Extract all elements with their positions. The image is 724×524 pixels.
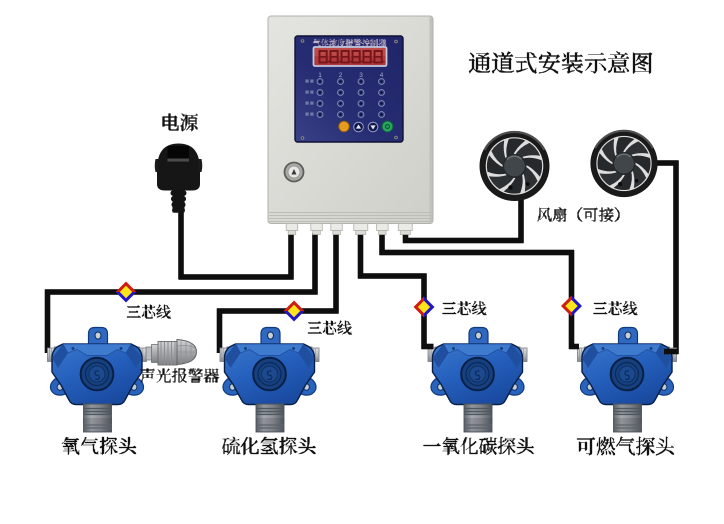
svg-text:4: 4 <box>380 72 384 79</box>
svg-text:1: 1 <box>318 72 322 79</box>
svg-text:2: 2 <box>339 72 343 79</box>
svg-text:3: 3 <box>359 72 363 79</box>
